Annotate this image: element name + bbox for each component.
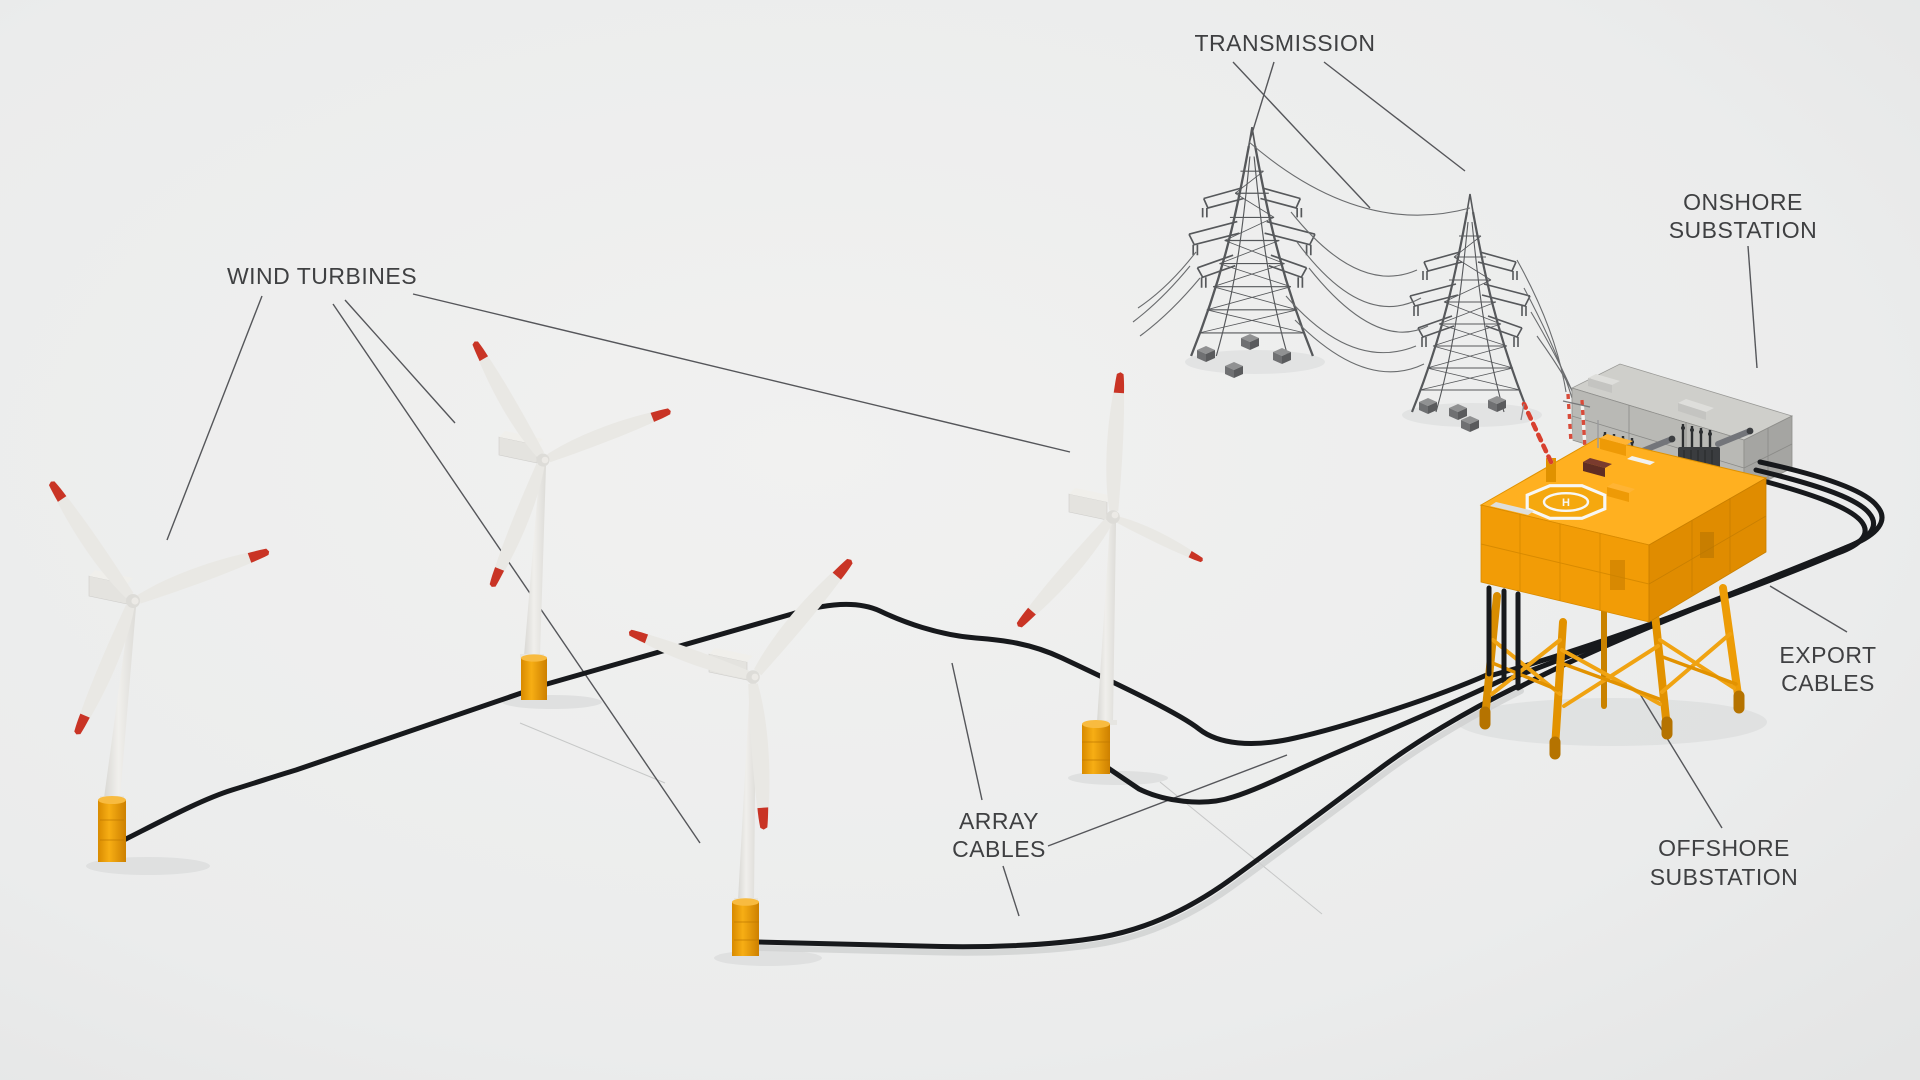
array-cable-turbine1-turbine2 (109, 685, 539, 849)
deck-equipment (1490, 420, 1655, 515)
leader-wind-turbine-4 (412, 293, 1071, 453)
label-wind-turbines: WIND TURBINES (227, 263, 417, 289)
label-array-cables-line2: CABLES (952, 836, 1046, 862)
array-cable-string-c (754, 683, 1521, 950)
label-onshore-substation-line1: ONSHORE (1683, 189, 1803, 215)
leader-lines (166, 61, 1848, 917)
leader-transmission-3 (1323, 61, 1466, 172)
monopile-foundation-3 (732, 902, 759, 956)
cables (109, 459, 1885, 956)
label-array-cables-line1: ARRAY (959, 808, 1039, 834)
roof-vent (1588, 374, 1714, 420)
array-cable-string-a (544, 601, 1492, 746)
label-transmission: TRANSMISSION (1194, 30, 1375, 56)
label-offshore-substation-line1: OFFSHORE (1658, 835, 1790, 861)
label-export-cables-line2: CABLES (1781, 670, 1875, 696)
monopile-foundation-1 (98, 800, 126, 862)
platform-crane (1520, 401, 1556, 482)
monopile-foundation-4 (1082, 724, 1110, 774)
wind-turbine-3 (625, 553, 857, 956)
leader-wind-turbine-3 (332, 303, 701, 844)
cable-risers (1486, 585, 1521, 689)
array-cable-string-b (1105, 676, 1507, 805)
helipad: H (1525, 484, 1607, 520)
leader-array-cables-3 (1002, 865, 1020, 917)
diagram-labels: TRANSMISSION WIND TURBINES ONSHORE SUBST… (227, 30, 1876, 890)
transmission-towers (1132, 125, 1587, 432)
leader-transmission-1 (1249, 61, 1275, 141)
offshore-substation-platform: H (1479, 401, 1768, 760)
leader-offshore-substation (1639, 693, 1723, 829)
leader-array-cables-1 (951, 662, 983, 801)
label-offshore-substation-line2: SUBSTATION (1650, 864, 1799, 890)
jacket-structure (1479, 577, 1745, 760)
export-cable-3 (1515, 459, 1885, 691)
wind-turbine-1 (42, 478, 272, 862)
leader-export-cables (1769, 585, 1848, 633)
wind-turbines (42, 338, 1206, 956)
leader-onshore-substation (1747, 245, 1758, 369)
label-onshore-substation-line2: SUBSTATION (1669, 217, 1818, 243)
wind-turbine-2 (466, 338, 673, 700)
label-export-cables-line1: EXPORT (1779, 642, 1876, 668)
terminal-gantry-poles (1562, 393, 1591, 449)
leader-wind-turbine-1 (166, 295, 263, 541)
leader-wind-turbine-2 (344, 299, 456, 424)
helipad-marking: H (1562, 497, 1570, 509)
transmission-wires (1132, 141, 1587, 419)
wind-turbine-4 (1013, 371, 1206, 774)
leader-transmission-2 (1232, 61, 1371, 209)
monopile-foundation-2 (521, 658, 547, 700)
